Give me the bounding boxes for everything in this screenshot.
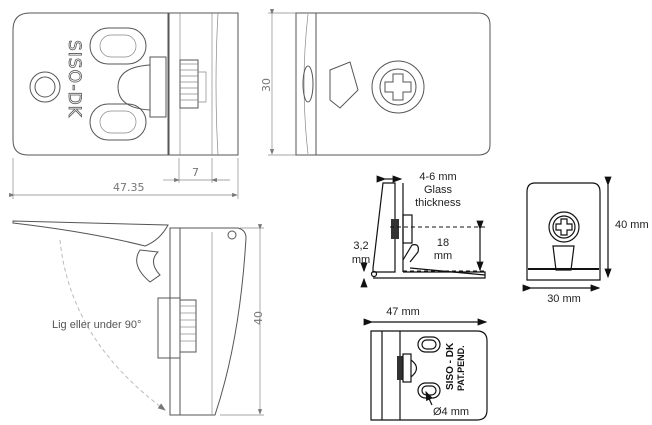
slot-bottom [89, 103, 147, 141]
mount-hole [29, 71, 61, 103]
hole-dim: Ø4 mm [433, 406, 469, 418]
base-dim-value: 3,2 [353, 240, 368, 252]
screw-dim-value: 18 [437, 237, 449, 249]
dim-40: 40 [252, 311, 265, 325]
patent-text: PAT.PEND. [456, 345, 466, 391]
phillips-icon [384, 73, 412, 101]
side-view: Lig eller under 90° 40 [12, 220, 265, 416]
dim-30: 30 [260, 78, 273, 92]
base-dim-unit: mm [352, 254, 370, 266]
angle-note: Lig eller under 90° [52, 319, 141, 331]
section-view: 4-6 mm Glass thickness 3,2 mm 18 mm [352, 171, 486, 288]
thread [179, 59, 199, 109]
base-plate [12, 12, 169, 156]
front-body [526, 182, 601, 281]
front-view-small: 40 mm 30 mm [522, 176, 649, 305]
pad-side [329, 61, 359, 109]
clamp-body [295, 12, 491, 156]
bottom-view-small: 47 mm SISO - DK PAT.PEND. Ø4 mm [363, 306, 488, 421]
end-view: 30 [260, 9, 491, 156]
glass-clamp-wall [372, 182, 396, 273]
clamp-side [169, 227, 247, 416]
glass-label-2: thickness [415, 197, 461, 209]
clamp-block [168, 12, 239, 156]
bottom-body [370, 330, 488, 421]
bottom-logo-text: SISO - DK [445, 342, 456, 390]
dim-7: 7 [192, 166, 199, 179]
logo-text: SISO-DK [64, 40, 84, 118]
rotation-arc [59, 239, 166, 411]
base-plate-side [12, 220, 169, 247]
phillips-icon [555, 218, 573, 236]
dim-30-mm: 30 mm [547, 293, 581, 305]
slot-top [89, 27, 147, 65]
screw-dim-unit: mm [434, 250, 452, 262]
glass-label-1: Glass [424, 184, 453, 196]
glass-dim: 4-6 mm [419, 171, 456, 183]
dim-40-mm: 40 mm [615, 219, 649, 231]
screw-head [371, 60, 425, 114]
dim-47-mm: 47 mm [386, 306, 420, 318]
pad [117, 64, 151, 111]
dim-47-35: 47.35 [113, 181, 145, 194]
top-view: SISO-DK 47.35 7 [9, 12, 239, 199]
